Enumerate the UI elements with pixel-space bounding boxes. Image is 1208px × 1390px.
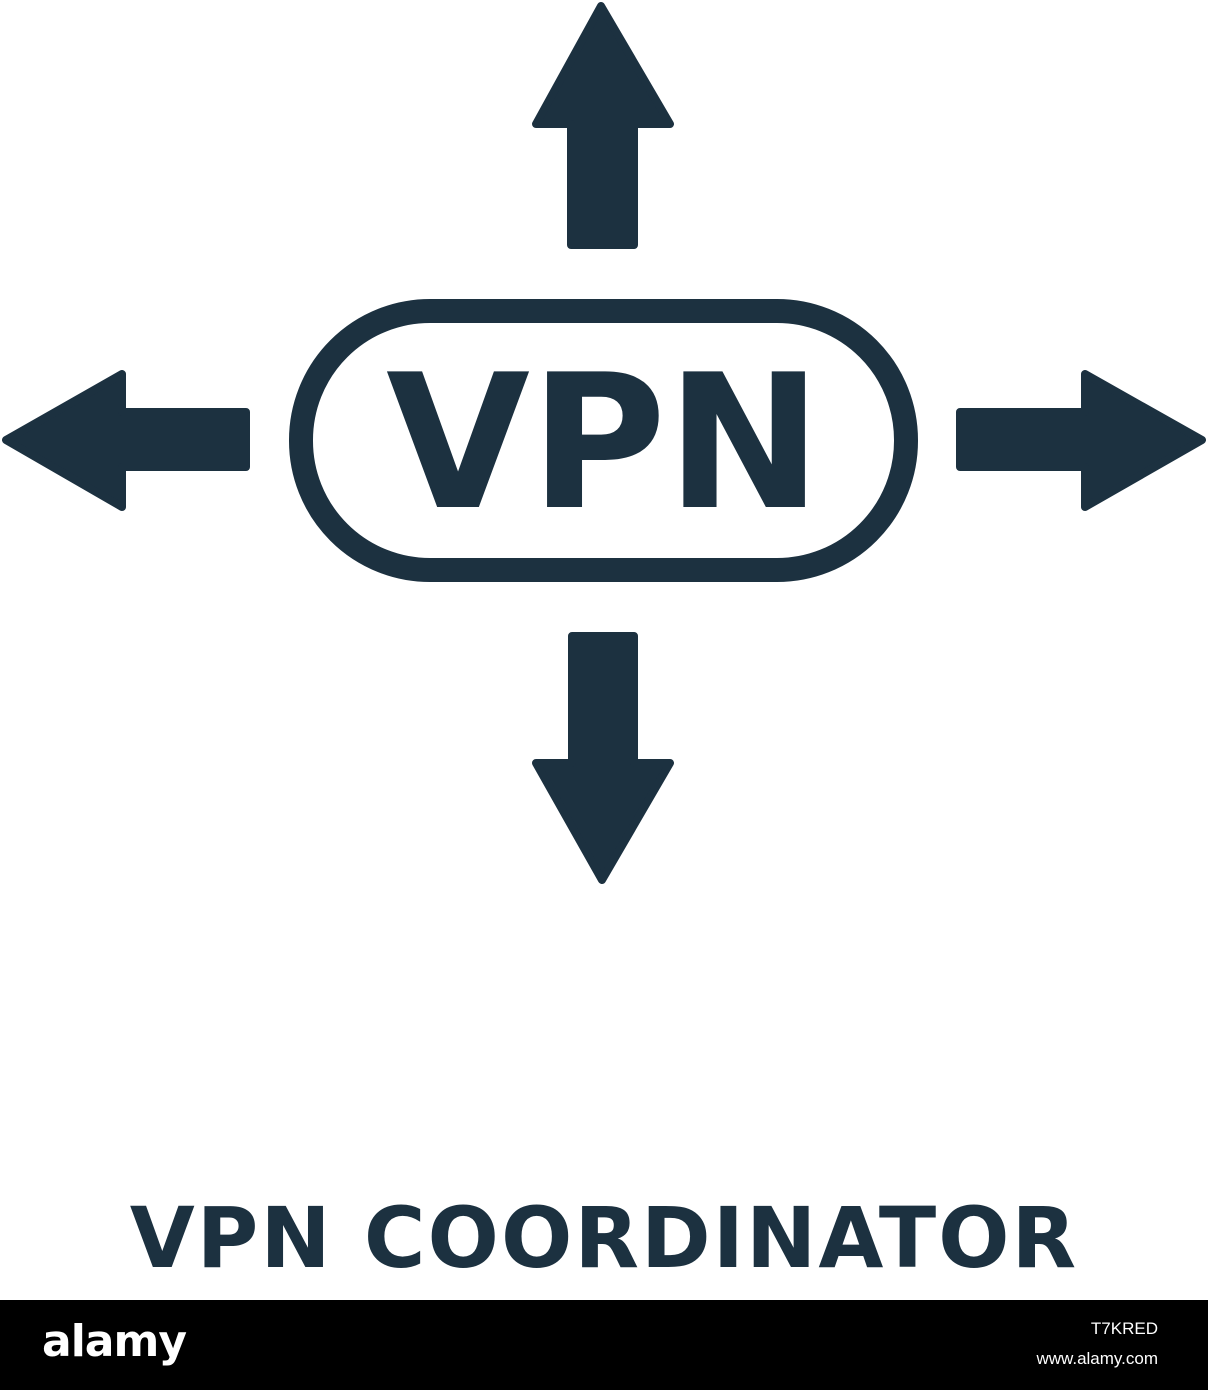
site-url: www.alamy.com <box>1036 1349 1158 1368</box>
brand-logo: alamy <box>42 1316 187 1367</box>
vpn-coordinator-icon: VPN <box>2 2 1206 884</box>
watermark-footer: alamy T7KRED www.alamy.com <box>0 1300 1208 1390</box>
arrow-right-icon <box>956 370 1206 511</box>
vpn-pill-outline <box>289 299 918 582</box>
vpn-label: VPN <box>386 334 822 551</box>
arrow-left-icon <box>2 370 250 511</box>
footer-meta: T7KRED www.alamy.com <box>1036 1314 1158 1374</box>
image-id: T7KRED <box>1090 1319 1158 1338</box>
arrow-up-icon <box>532 2 674 249</box>
icon-caption: VPN COORDINATOR <box>129 1189 1079 1287</box>
arrow-down-icon <box>532 632 674 884</box>
